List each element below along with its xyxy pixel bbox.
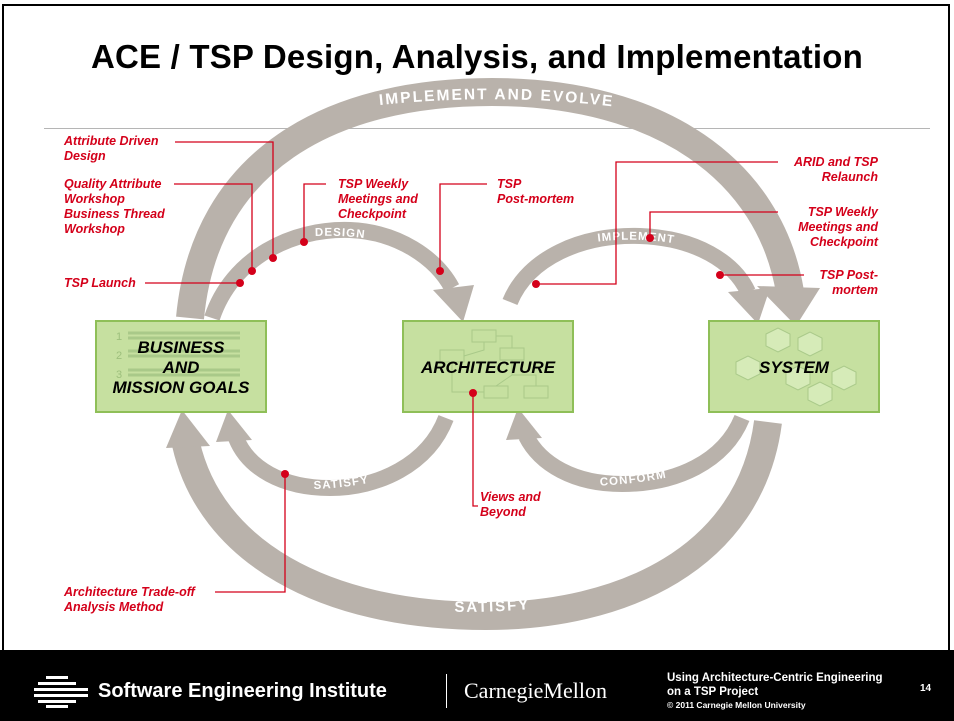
annotation-line: Views and [480,490,541,504]
annotation-arid-relaunch: ARID and TSP Relaunch [740,155,878,185]
business-goals-label: BUSINESS AND MISSION GOALS [96,338,266,398]
annotation-line: TSP Weekly [807,205,878,219]
leader-arid [537,161,778,285]
annotation-atam: Architecture Trade-off Analysis Method [64,585,195,615]
annotation-line: TSP [497,177,522,191]
sei-wordmark: Software Engineering Institute [98,680,387,702]
annotation-line: Workshop [64,222,125,236]
annotation-line: Workshop [64,192,125,206]
architecture-label: ARCHITECTURE [420,358,556,377]
annotation-line: Meetings and [798,220,878,234]
annotation-line: Business Thread [64,207,165,221]
design-label: DESIGN [315,227,366,241]
annotation-tsp-postmortem-right: TSP Post- mortem [770,268,878,298]
conform-arrow [506,408,750,493]
implement-evolve-arrow [176,77,820,326]
page-number: 14 [920,683,932,694]
annotation-tsp-launch: TSP Launch [64,276,136,290]
annotation-line: Analysis Method [64,600,164,614]
presentation-subtitle: on a TSP Project [667,686,759,698]
satisfy-outer-arrow [166,410,782,631]
system-cubes-graphic [735,327,857,407]
annotation-line: Architecture Trade-off [64,585,195,599]
annotation-line: mortem [832,283,878,297]
sei-logo-icon [34,676,88,708]
leader-dots [236,234,724,478]
system-label: SYSTEM [759,358,829,377]
cycle-diagram: IMPLEMENT AND EVOLVE DESIGN IMPLEMENT SA… [95,77,880,631]
business-label-line: AND [162,358,200,377]
annotation-line: Post-mortem [497,192,575,206]
architecture-graphic [439,329,549,399]
business-goals-box [95,320,267,413]
annotation-line: Attribute Driven [64,134,159,148]
business-label-line: MISSION GOALS [112,378,250,397]
annotation-line: Checkpoint [809,235,878,249]
architecture-box [402,320,574,413]
design-arrow [204,221,474,322]
annotation-tsp-weekly-left: TSP Weekly Meetings and Checkpoint [338,177,418,222]
footer-bar [0,650,954,721]
title-rule [44,128,930,129]
annotation-line: Checkpoint [338,207,407,221]
system-box [708,320,880,413]
footer-presentation-info: Using Architecture-Centric Engineering o… [667,671,883,711]
satisfy-inner-arrow [216,410,454,497]
annotation-attribute-driven-design: Attribute Driven Design [64,134,158,164]
leader-add [175,141,274,258]
annotation-tsp-weekly-right: TSP Weekly Meetings and Checkpoint [740,205,878,250]
cmu-wordmark: CarnegieMellon [464,678,607,703]
annotation-line: Quality Attribute [64,177,162,191]
annotation-line: Meetings and [338,192,418,206]
annotation-line: Design [64,149,106,163]
leader-weekly-left [303,183,326,241]
slide-title: ACE / TSP Design, Analysis, and Implemen… [90,38,864,75]
list-number: 1 [116,331,122,343]
leader-weekly-right [649,211,778,236]
slide-frame [2,4,950,650]
goals-list-graphic: 1 2 3 [116,331,240,381]
leader-atam [215,474,286,593]
annotation-line: TSP Weekly [338,177,409,191]
annotation-views-and-beyond: Views and Beyond [480,490,541,520]
leader-qaw [174,183,253,271]
business-label-line: BUSINESS [137,338,225,357]
list-number: 2 [116,350,122,362]
satisfy-outer-label: SATISFY [454,596,531,616]
leader-lines [145,141,804,593]
annotation-line: Relaunch [821,170,878,184]
leader-views [472,393,478,507]
presentation-title: Using Architecture-Centric Engineering [667,672,883,684]
list-number: 3 [116,369,122,381]
footer-divider [446,674,447,708]
annotation-line: TSP Post- [819,268,878,282]
annotation-line: ARID and TSP [793,155,878,169]
copyright-notice: © 2011 Carnegie Mellon University [667,700,806,710]
annotation-tsp-postmortem-left: TSP Post-mortem [497,177,574,207]
annotation-line: Beyond [480,505,526,519]
leader-postmortem-left [439,183,487,270]
annotation-quality-attribute-workshop: Quality Attribute Workshop Business Thre… [64,177,165,237]
implement-arrow [502,227,770,324]
